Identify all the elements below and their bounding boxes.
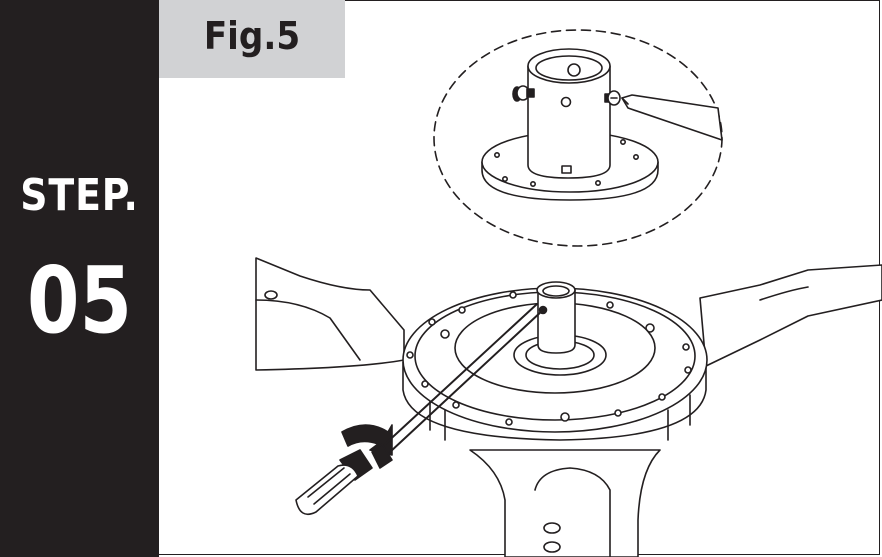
figure-tab bbox=[159, 0, 345, 78]
figure-label: Fig.5 bbox=[203, 14, 301, 58]
motor-mounting-tube bbox=[537, 289, 576, 354]
step-number: 05 bbox=[27, 247, 132, 354]
step-sidebar bbox=[0, 0, 159, 557]
bottom-blade-arm bbox=[469, 449, 661, 557]
left-arm-hole bbox=[264, 290, 278, 300]
detail-screwdriver-tip bbox=[621, 94, 723, 141]
flange-bolt-holes bbox=[406, 291, 692, 426]
detail-callout bbox=[433, 29, 723, 247]
detail-set-screw-right bbox=[604, 90, 621, 106]
fan-assembly bbox=[255, 257, 882, 557]
left-blade-arm bbox=[255, 257, 405, 371]
screwdriver-handle bbox=[295, 443, 393, 516]
detail-mounting-tube bbox=[527, 48, 611, 179]
right-blade-arm bbox=[699, 264, 882, 367]
step-word: STEP. bbox=[20, 170, 139, 221]
detail-set-screw-left bbox=[512, 85, 535, 102]
